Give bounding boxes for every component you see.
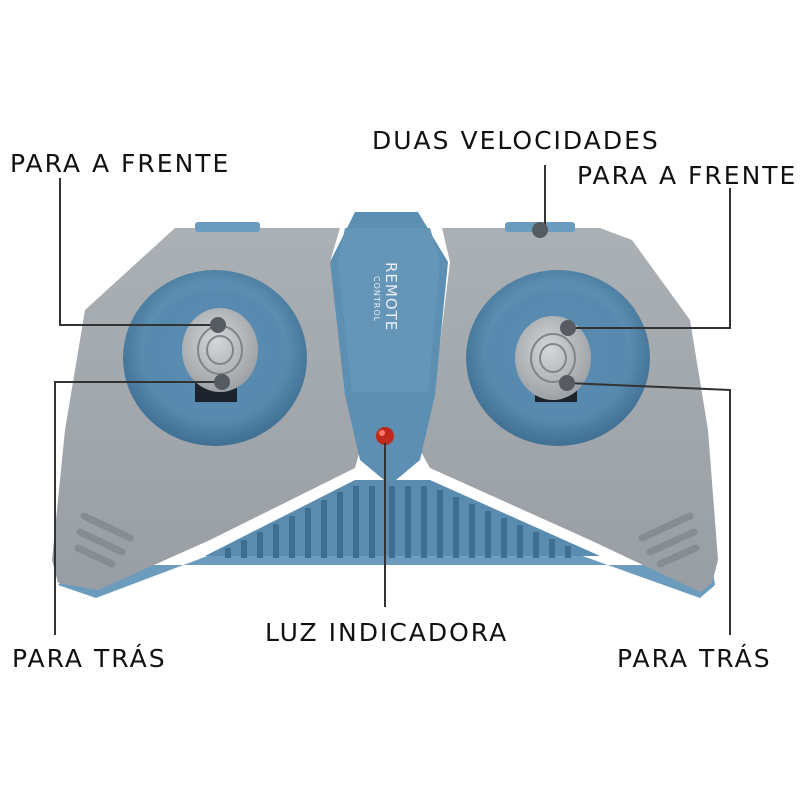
label-indicator-light: LUZ INDICADORA (265, 618, 509, 647)
brand-word-control: CONTROL (372, 276, 381, 322)
label-backward-right: PARA TRÁS (617, 644, 772, 673)
leader-lines (54, 165, 731, 635)
indicator-light-glare (379, 430, 385, 436)
brand-word-remote: REMOTE (382, 262, 400, 331)
left-shoulder-button[interactable] (195, 222, 260, 232)
right-grip-lines (638, 512, 700, 568)
indicator-light (376, 427, 394, 445)
label-two-speeds: DUAS VELOCIDADES (372, 126, 660, 155)
left-grip-lines (74, 512, 134, 568)
right-joystick[interactable] (466, 270, 650, 446)
base-plate (58, 555, 715, 598)
label-forward-left: PARA A FRENTE (10, 149, 231, 178)
vent-slots (225, 486, 571, 558)
leader-dots (210, 222, 576, 391)
center-spine-shade (338, 228, 440, 392)
brand-text: REMOTE CONTROL (372, 262, 400, 331)
label-backward-left: PARA TRÁS (12, 644, 167, 673)
label-forward-right: PARA A FRENTE (577, 161, 798, 190)
left-joystick[interactable] (123, 270, 307, 446)
